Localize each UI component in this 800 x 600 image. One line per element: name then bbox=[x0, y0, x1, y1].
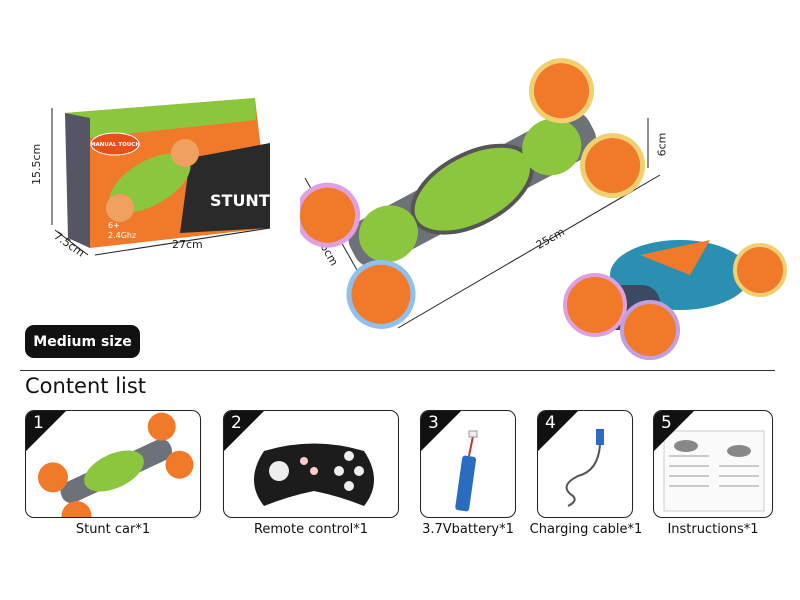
content-item-card: 1 bbox=[25, 410, 201, 518]
item-label: Instructions*1 bbox=[667, 522, 759, 537]
item-label: 3.7Vbattery*1 bbox=[422, 522, 514, 537]
content-item-card: 2 bbox=[223, 410, 399, 518]
content-list-title: Content list bbox=[25, 374, 147, 398]
stunt-car-side-image bbox=[550, 215, 790, 360]
item-label: Charging cable*1 bbox=[529, 522, 643, 537]
content-item-card: 4 bbox=[537, 410, 633, 518]
size-badge: Medium size bbox=[25, 325, 140, 358]
content-item-card: 5 bbox=[653, 410, 773, 518]
item-number: 2 bbox=[231, 413, 242, 433]
product-box-image: MANUAL TOUCH STUNT CAR 2.4Ghz 6+ bbox=[60, 98, 312, 248]
box-frequency: 2.4Ghz bbox=[108, 231, 136, 240]
stunt-car-main-image bbox=[295, 55, 646, 335]
divider bbox=[20, 370, 775, 371]
dim-box-height: 15.5cm bbox=[30, 143, 43, 185]
box-age: 6+ bbox=[108, 221, 120, 230]
item-number: 3 bbox=[428, 413, 439, 433]
dim-car-height: 6cm bbox=[655, 132, 669, 157]
item-number: 4 bbox=[545, 413, 556, 433]
box-badge-shape bbox=[90, 132, 140, 156]
content-item-card: 3 bbox=[420, 410, 516, 518]
dim-box-width: 27cm bbox=[172, 238, 203, 251]
box-badge-text: MANUAL TOUCH bbox=[90, 142, 140, 148]
item-number: 5 bbox=[661, 413, 672, 433]
item-number: 1 bbox=[33, 413, 44, 433]
item-label: Stunt car*1 bbox=[75, 522, 151, 537]
item-label: Remote control*1 bbox=[253, 522, 369, 537]
